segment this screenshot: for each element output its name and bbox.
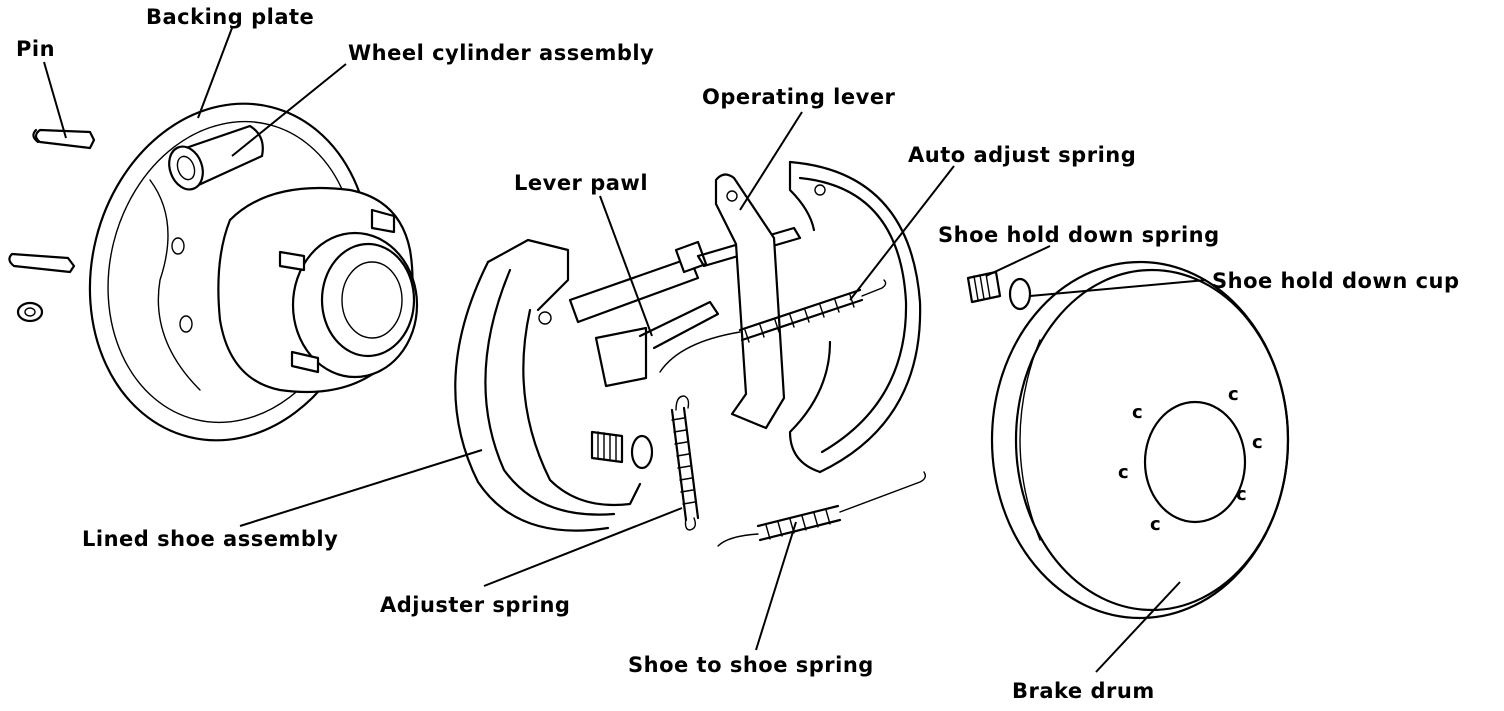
operating-lever-part: [714, 173, 786, 430]
hold-down-spring-left: [590, 430, 654, 470]
right-shoe-part: [788, 160, 922, 474]
svg-text:c: c: [1228, 384, 1239, 405]
hold-down-spring-right: [966, 270, 1032, 311]
svg-text:c: c: [1150, 514, 1161, 535]
hub-part: [171, 186, 419, 394]
labels: Pin Backing plate Wheel cylinder assembl…: [16, 5, 1460, 703]
lined-shoe-part: [454, 238, 642, 532]
label-adjuster-spring: Adjuster spring: [380, 593, 570, 617]
label-shoe-hold-down-cup: Shoe hold down cup: [1212, 269, 1460, 293]
backing-plate-part: [88, 102, 419, 442]
label-shoe-hold-down-spring: Shoe hold down spring: [938, 223, 1220, 247]
label-backing-plate: Backing plate: [146, 5, 314, 29]
label-shoe-to-shoe-spring: Shoe to shoe spring: [628, 653, 874, 677]
label-lever-pawl: Lever pawl: [514, 171, 648, 195]
label-pin: Pin: [16, 37, 55, 61]
label-brake-drum: Brake drum: [1012, 679, 1155, 703]
wheel-cylinder-part: [168, 124, 264, 191]
leader-lines: [43, 27, 1207, 673]
brake-drum-part: c c c c c c: [990, 260, 1290, 620]
label-wheel-cylinder: Wheel cylinder assembly: [348, 41, 654, 65]
adjuster-spring-part: [670, 395, 700, 531]
svg-text:c: c: [1132, 402, 1143, 423]
svg-text:c: c: [1118, 462, 1129, 483]
label-auto-adjust-spring: Auto adjust spring: [908, 143, 1136, 167]
label-lined-shoe: Lined shoe assembly: [82, 527, 338, 551]
label-operating-lever: Operating lever: [702, 85, 896, 109]
shoe-to-shoe-spring-part: [717, 471, 927, 547]
svg-text:c: c: [1236, 484, 1247, 505]
svg-text:c: c: [1252, 432, 1263, 453]
auto-adjust-spring-part: [659, 279, 887, 373]
pin-part: [8, 128, 96, 323]
